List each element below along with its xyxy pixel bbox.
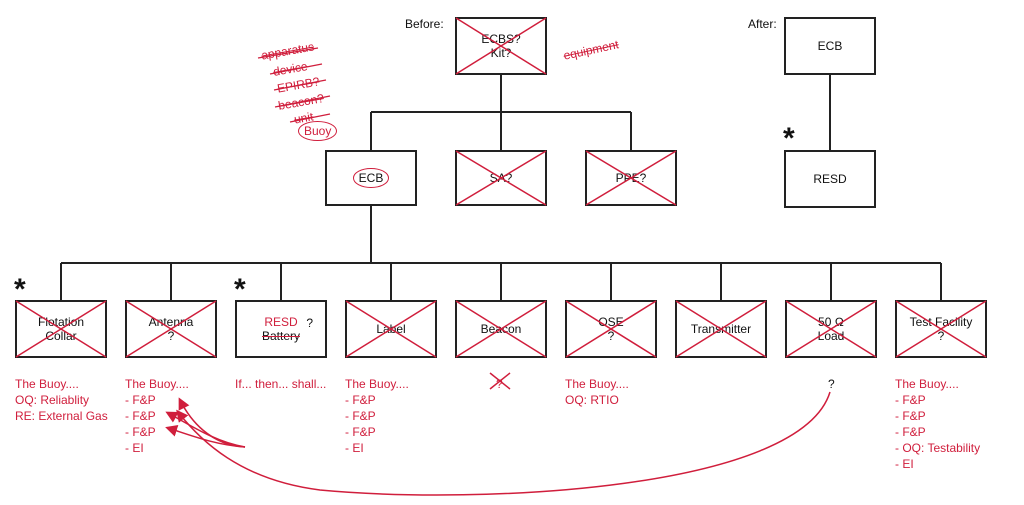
top-box-line1: ECBS? bbox=[481, 32, 521, 46]
star-mark-resd-battery: * bbox=[234, 273, 246, 306]
component-flotation-line1: Flotation bbox=[37, 315, 85, 329]
note-line: - F&P bbox=[125, 425, 156, 439]
component-resd-question: ? bbox=[306, 316, 313, 330]
before-label: Before: bbox=[405, 17, 444, 31]
after-box-ecb: ECB bbox=[784, 17, 876, 75]
star-mark-flotation: * bbox=[14, 273, 26, 306]
note-line: If... then... shall... bbox=[235, 377, 327, 391]
note-line: The Buoy.... bbox=[125, 377, 189, 391]
component-flotation-line2: Collar bbox=[45, 329, 77, 343]
level2-box-ecb: ECB bbox=[325, 150, 417, 206]
note-line: - F&P bbox=[125, 393, 156, 407]
note-line: The Buoy.... bbox=[345, 377, 409, 391]
note-ose: The Buoy.... OQ: RTIO bbox=[565, 376, 629, 408]
note-line: The Buoy.... bbox=[895, 377, 959, 391]
after-label: After: bbox=[748, 17, 777, 31]
note-line: - EI bbox=[125, 441, 144, 455]
note-line: The Buoy.... bbox=[565, 377, 629, 391]
note-label: The Buoy.... - F&P - F&P - F&P - EI bbox=[345, 376, 409, 456]
note-load: ? bbox=[828, 376, 835, 392]
note-line: - F&P bbox=[345, 409, 376, 423]
note-line: ? bbox=[828, 377, 835, 391]
component-resd-line2: Battery bbox=[261, 329, 300, 343]
note-line: - EI bbox=[345, 441, 364, 455]
note-line: ? bbox=[496, 377, 503, 391]
star-mark-resd: * bbox=[783, 122, 795, 155]
note-line: RE: External Gas bbox=[15, 409, 108, 423]
note-line: - OQ: Testability bbox=[895, 441, 981, 455]
note-line: - F&P bbox=[895, 409, 926, 423]
note-line: OQ: RTIO bbox=[565, 393, 619, 407]
note-antenna: The Buoy.... - F&P - F&P - F&P - EI bbox=[125, 376, 189, 456]
note-test-facility: The Buoy.... - F&P - F&P - F&P - OQ: Tes… bbox=[895, 376, 980, 472]
note-line: - EI bbox=[895, 457, 914, 471]
note-line: OQ: Reliablity bbox=[15, 393, 90, 407]
note-beacon: ? bbox=[496, 376, 503, 392]
after-box-resd: RESD bbox=[784, 150, 876, 208]
note-flotation: The Buoy.... OQ: Reliablity RE: External… bbox=[15, 376, 108, 424]
note-resd: If... then... shall... bbox=[235, 376, 326, 392]
after-box-resd-label: RESD bbox=[813, 172, 847, 186]
note-line: The Buoy.... bbox=[15, 377, 79, 391]
note-line: - F&P bbox=[345, 425, 376, 439]
tree-connectors bbox=[60, 75, 942, 300]
note-line: - F&P bbox=[895, 393, 926, 407]
scribble-strikes bbox=[257, 47, 331, 123]
note-line: - F&P bbox=[125, 409, 156, 423]
chosen-word-buoy: Buoy bbox=[298, 121, 338, 141]
level2-ecb-label: ECB bbox=[352, 168, 390, 188]
chosen-word-buoy-text: Buoy bbox=[298, 121, 338, 141]
red-arrows bbox=[165, 391, 831, 496]
component-box-resd-battery: RESD Battery ? bbox=[235, 300, 327, 358]
component-antenna-line1: Antenna bbox=[148, 315, 194, 329]
component-ose-line2: ? bbox=[607, 329, 615, 343]
note-line: - F&P bbox=[895, 425, 926, 439]
component-resd-line1: RESD bbox=[264, 315, 298, 329]
note-line: - F&P bbox=[345, 393, 376, 407]
component-test-line2: ? bbox=[937, 329, 945, 343]
after-box-ecb-label: ECB bbox=[817, 39, 843, 53]
red-crosses bbox=[15, 17, 987, 390]
component-antenna-line2: ? bbox=[167, 329, 175, 343]
